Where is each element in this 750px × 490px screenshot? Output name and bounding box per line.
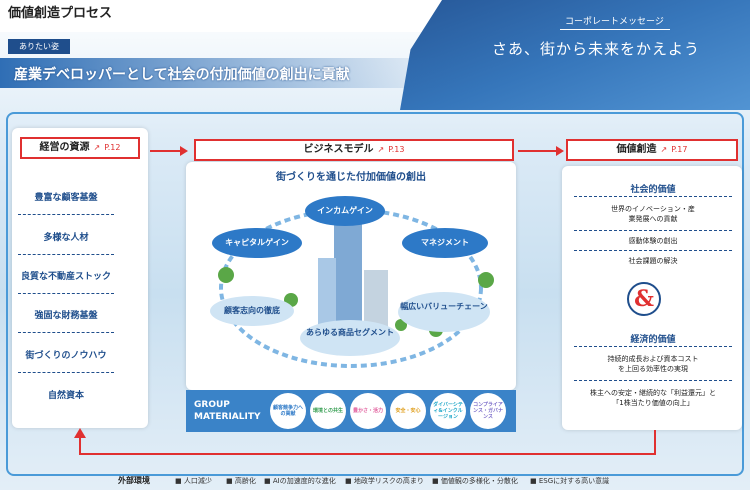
materiality-circle: ダイバーシティ&インクルージョン [430, 393, 466, 429]
materiality-circle: 顧客競争力への貢献 [270, 393, 306, 429]
value-creation-heading[interactable]: 価値創造↗P.17 [566, 139, 738, 161]
divider [574, 346, 732, 347]
external-environment-label: 外部環境 [118, 476, 150, 485]
resource-item: 自然資本 [47, 391, 84, 401]
divider [18, 254, 114, 255]
corporate-label: コーポレートメッセージ [565, 17, 664, 27]
feedback-arrow [74, 428, 656, 455]
external-item: ■ 地政学リスクの高まり [345, 477, 424, 485]
external-link-icon: ↗ [660, 145, 668, 154]
external-item-text: 地政学リスクの高まり [353, 477, 424, 485]
resources-page-ref: P.12 [104, 143, 121, 152]
external-item: ■ ESGに対する高い意識 [530, 477, 610, 485]
business-model-title: ビジネスモデル [303, 144, 374, 155]
cycle-node-capital: キャピタルゲイン [212, 228, 302, 258]
external-item-text: ESGに対する高い意識 [538, 477, 610, 485]
external-link-icon: ↗ [93, 143, 101, 152]
materiality-circle: 安全・安心 [390, 393, 426, 429]
feedback-arrow-line [79, 430, 656, 455]
external-item-text: AIの加速度的な進化 [272, 477, 336, 485]
business-model-page-ref: P.13 [388, 145, 405, 154]
social-value-item: 感動体験の創出 [628, 237, 678, 245]
economic-value-item: 株主への安定・継続的な「利益還元」と「1株当たり価値の向上」 [590, 389, 716, 407]
economic-value-title: 経済的価値 [630, 335, 676, 345]
resource-item: 良質な不動産ストック [20, 272, 111, 282]
flow-arrow-line [150, 150, 182, 152]
social-value-item: 社会課題の解決 [628, 257, 678, 265]
resources-heading[interactable]: 経営の資源↗P.12 [20, 137, 140, 159]
tree-icon [218, 267, 234, 283]
materiality-circle: 環境との共生 [310, 393, 346, 429]
building-icon [318, 258, 336, 338]
business-model-heading[interactable]: ビジネスモデル↗P.13 [194, 139, 514, 161]
social-value-item: 世界のイノベーション・産業発展への貢献 [611, 205, 695, 223]
economic-value-item: 持続的成長および資本コストを上回る効率性の実現 [607, 355, 699, 373]
external-item: ■ 人口減少 [175, 477, 212, 485]
gm-label-line: MATERIALITY [194, 412, 261, 422]
arrow-right-icon [180, 146, 188, 156]
divider [18, 214, 114, 215]
resource-item: 豊富な顧客基盤 [34, 193, 98, 203]
cycle-node-customer: 顧客志向の徹底 [210, 296, 294, 326]
divider [574, 196, 732, 197]
external-item: ■ 価値観の多様化・分散化 [432, 477, 518, 485]
divider [574, 230, 732, 231]
divider [18, 332, 114, 333]
divider [574, 250, 732, 251]
external-item-text: 高齢化 [234, 477, 256, 485]
social-value-title: 社会的価値 [630, 185, 676, 195]
group-materiality-label: GROUP MATERIALITY [194, 399, 261, 423]
external-link-icon: ↗ [377, 145, 385, 154]
process-frame [6, 112, 744, 476]
external-item: ■ 高齢化 [226, 477, 256, 485]
ideal-tag: ありたい姿 [8, 39, 70, 54]
cycle-node-segments: あらゆる商品セグメント [300, 320, 400, 356]
divider [574, 380, 732, 381]
divider [18, 372, 114, 373]
cycle-ring [219, 208, 483, 368]
resources-panel [12, 128, 148, 428]
gm-label-line: GROUP [194, 400, 230, 410]
mission-statement: 産業デベロッパーとして社会の付加価値の創出に貢献 [14, 67, 350, 83]
external-item-text: 人口減少 [183, 477, 212, 485]
corporate-message: さあ、街から未来をかえよう [492, 40, 701, 58]
header-wave [400, 0, 750, 110]
divider [18, 293, 114, 294]
resource-item: 街づくりのノウハウ [25, 351, 107, 361]
cycle-node-income: インカムゲイン [305, 196, 385, 226]
cycle-node-value-chain: 幅広いバリューチェーン [398, 292, 490, 332]
mission-band [0, 58, 460, 88]
value-creation-title: 価値創造 [616, 144, 657, 155]
resources-title: 経営の資源 [39, 142, 90, 153]
ampersand-icon: & [627, 282, 661, 316]
external-item-text: 価値観の多様化・分散化 [440, 477, 518, 485]
external-item: ■ AIの加速度的な進化 [264, 477, 336, 485]
materiality-circle: 豊かさ・活力 [350, 393, 386, 429]
tree-icon [478, 272, 494, 288]
corporate-divider [560, 29, 670, 30]
resource-item: 多様な人材 [43, 233, 89, 243]
value-creation-page-ref: P.17 [671, 145, 688, 154]
business-model-subtitle: 街づくりを通じた付加価値の創出 [276, 172, 426, 183]
materiality-circle: コンプライアンス・ガバナンス [470, 393, 506, 429]
cycle-node-management: マネジメント [402, 228, 488, 258]
arrow-up-icon [74, 428, 86, 438]
resource-item: 強固な財務基盤 [34, 311, 98, 321]
flow-arrow-line [518, 150, 558, 152]
page-title: 価値創造プロセス [8, 6, 113, 21]
arrow-right-icon [556, 146, 564, 156]
